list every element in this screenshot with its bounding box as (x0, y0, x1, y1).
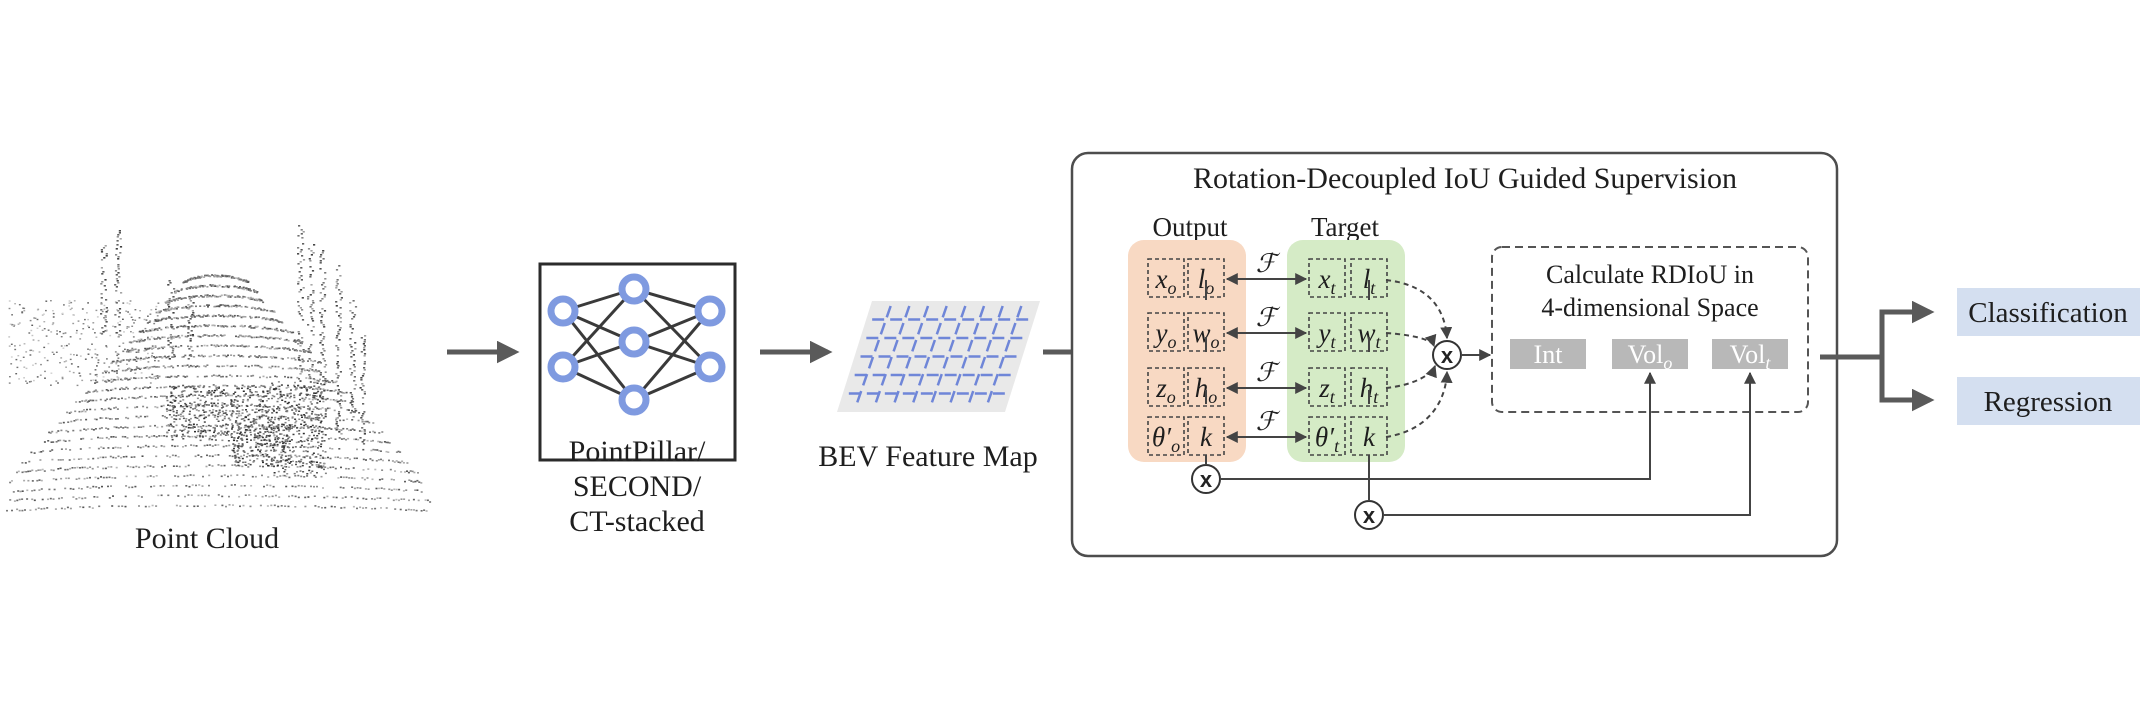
target-cell-label: yt (1316, 318, 1337, 352)
rdiou-box (1491, 246, 1809, 413)
target-label: Target (1311, 212, 1380, 242)
target-cell-label: k (1363, 422, 1376, 452)
output-cell-box (1147, 416, 1185, 456)
output-cell-box (1147, 367, 1185, 407)
bev-feature-map-icon (837, 301, 1040, 412)
rdiou-text-line1: Calculate RDIoU in (1546, 260, 1754, 289)
regression-head (1957, 377, 2140, 425)
output-cell-label: xo (1155, 264, 1177, 298)
vol-o-label: Volo (1628, 340, 1673, 373)
point-cloud-image (6, 225, 432, 512)
backbone-network-icon (538, 262, 737, 462)
output-cell-label: θ′o (1152, 422, 1180, 456)
multiply-symbol-target: x (1363, 503, 1376, 528)
network-node (618, 326, 650, 358)
target-cell-label: wt (1357, 318, 1381, 352)
backbone-label-line1: PointPillar/ (569, 435, 706, 468)
target-cell-box (1308, 416, 1346, 456)
target-cell-label: xt (1318, 264, 1337, 298)
point-cloud-label: Point Cloud (135, 522, 279, 555)
target-cell-label: zt (1318, 373, 1336, 407)
backbone-label-line3: CT-stacked (569, 505, 705, 538)
output-cell-box (1147, 258, 1185, 298)
multiply-symbol-output: x (1200, 467, 1213, 492)
network-node (694, 295, 726, 327)
output-cell-label: ho (1195, 373, 1218, 407)
target-cell-label: lt (1363, 264, 1377, 298)
target-cell-box (1308, 312, 1346, 352)
output-cell-label: yo (1153, 318, 1177, 352)
target-cell-box (1308, 258, 1346, 298)
regression-label: Regression (1984, 386, 2113, 418)
supervision-title: Rotation-Decoupled IoU Guided Supervisio… (1193, 162, 1737, 195)
target-cell-box (1308, 367, 1346, 407)
int-block (1510, 339, 1586, 369)
output-cell-label: lo (1198, 264, 1215, 298)
connector-lines (1205, 279, 1756, 516)
network-node (547, 351, 579, 383)
output-panel (1128, 240, 1246, 462)
bev-label: BEV Feature Map (818, 440, 1037, 473)
output-cell-label: k (1200, 422, 1213, 452)
output-cell-box (1147, 312, 1185, 352)
vol-t-block (1712, 339, 1788, 369)
vol-t-label: Volt (1730, 340, 1772, 373)
classification-label: Classification (1968, 297, 2128, 329)
target-cell-label: θ′t (1315, 422, 1340, 456)
network-node (694, 351, 726, 383)
rdiou-text-line2: 4-dimensional Space (1541, 293, 1758, 322)
network-node (618, 384, 650, 416)
backbone-label-line2: SECOND/ (573, 470, 702, 503)
classification-head (1957, 288, 2140, 336)
vol-o-block (1612, 339, 1688, 369)
network-node (618, 273, 650, 305)
network-node (547, 295, 579, 327)
output-label: Output (1152, 212, 1228, 242)
output-cell-box (1187, 367, 1225, 407)
head-branch-lines (1820, 300, 1935, 412)
multiply-symbol-main: x (1441, 343, 1454, 368)
int-label: Int (1534, 340, 1564, 369)
output-cell-label: zo (1155, 373, 1176, 407)
target-cell-box (1350, 367, 1388, 407)
